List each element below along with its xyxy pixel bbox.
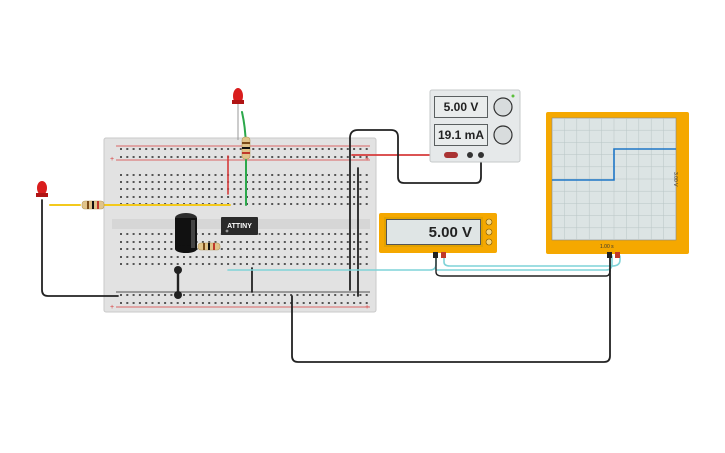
wires[interactable] <box>41 111 621 363</box>
psu-voltage-display: 5.00 V <box>434 96 488 118</box>
capacitor[interactable] <box>175 213 197 253</box>
chip-label: ATTINY <box>227 223 252 230</box>
psu-current-display: 19.1 mA <box>434 124 488 146</box>
oscilloscope[interactable] <box>546 112 689 258</box>
svg-text:+: + <box>110 156 114 163</box>
resistor-horizontal-chip[interactable] <box>197 242 221 251</box>
svg-text:+: + <box>365 304 369 311</box>
resistor-vertical[interactable] <box>241 136 251 160</box>
svg-text:+: + <box>110 304 114 311</box>
led-left[interactable] <box>36 181 48 197</box>
scope-trace <box>552 148 676 181</box>
resistor-horizontal-left[interactable] <box>81 200 105 210</box>
attiny-chip[interactable] <box>221 217 258 235</box>
scope-time-label: 1.00 s <box>600 244 614 250</box>
multimeter-reading: 5.00 V <box>386 219 481 245</box>
led-top[interactable] <box>232 88 244 140</box>
scope-volt-label: 3.00 V <box>672 172 678 187</box>
svg-text:+: + <box>365 156 369 163</box>
